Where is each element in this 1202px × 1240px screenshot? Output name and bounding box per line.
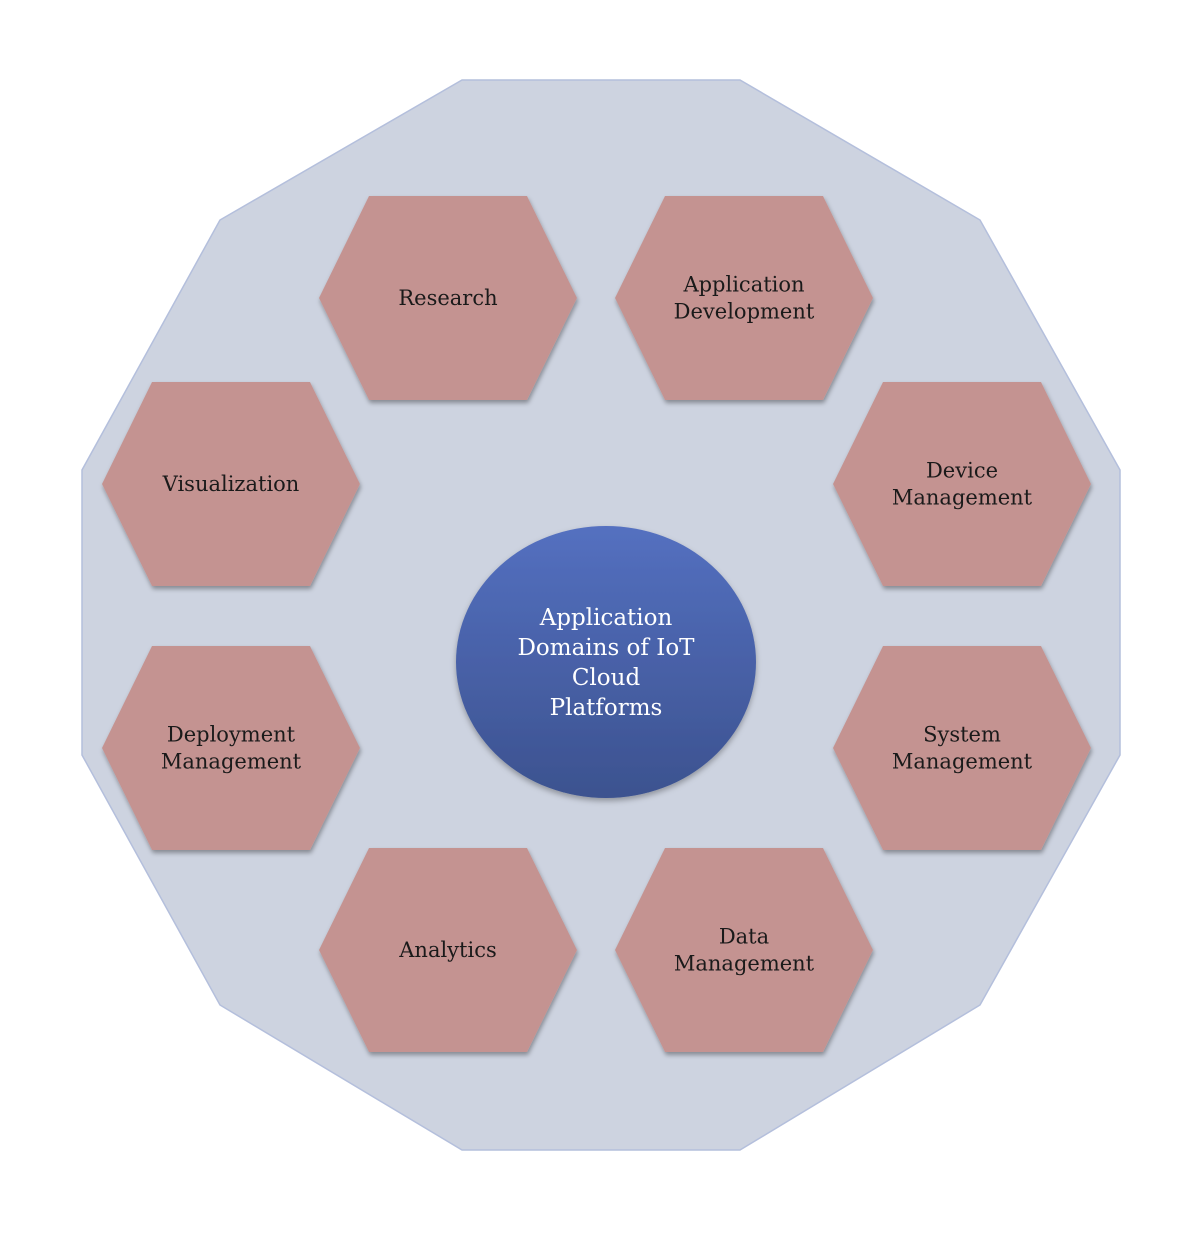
domain-label-line: Research bbox=[398, 286, 497, 310]
center-title-line: Domains of IoT bbox=[517, 635, 695, 661]
domain-label-line: Development bbox=[674, 300, 815, 324]
domain-label-line: System bbox=[923, 723, 1001, 747]
domain-label-line: Application bbox=[682, 273, 804, 297]
domain-research: Research bbox=[319, 196, 577, 400]
hexagon-shape bbox=[319, 848, 577, 1052]
domain-label-line: Deployment bbox=[167, 723, 296, 747]
domain-label: Visualization bbox=[162, 472, 300, 496]
domain-label-line: Analytics bbox=[398, 938, 496, 962]
domain-label-line: Management bbox=[892, 750, 1033, 774]
hexagon-shape bbox=[319, 196, 577, 400]
hexagon-shape bbox=[102, 646, 360, 850]
domain-label: Analytics bbox=[398, 938, 496, 962]
domain-analytics: Analytics bbox=[319, 848, 577, 1052]
hexagon-shape bbox=[833, 646, 1091, 850]
domain-label-line: Management bbox=[161, 750, 302, 774]
center-title-line: Application bbox=[539, 605, 673, 631]
hexagon-shape bbox=[615, 196, 873, 400]
domain-label-line: Management bbox=[892, 486, 1033, 510]
center-title-line: Cloud bbox=[572, 665, 641, 691]
domain-label-line: Management bbox=[674, 952, 815, 976]
hexagon-shape bbox=[833, 382, 1091, 586]
center-circle bbox=[456, 526, 756, 798]
domain-label-line: Device bbox=[926, 459, 998, 483]
domain-label: Research bbox=[398, 286, 497, 310]
domain-label-line: Visualization bbox=[162, 472, 300, 496]
hexagon-shape bbox=[102, 382, 360, 586]
hexagon-shape bbox=[615, 848, 873, 1052]
domain-label-line: Data bbox=[719, 925, 769, 949]
center-title-line: Platforms bbox=[550, 695, 663, 721]
domain-visualization: Visualization bbox=[102, 382, 360, 586]
